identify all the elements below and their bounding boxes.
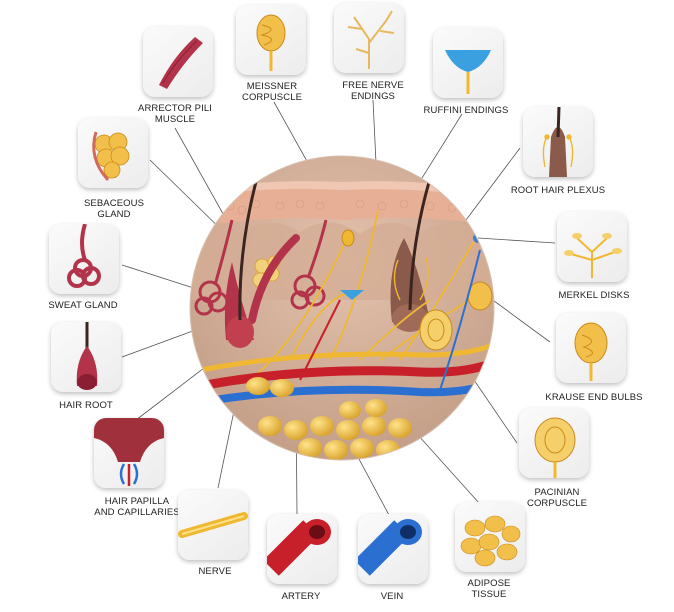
merkel-label: MERKEL DISKS [558,290,630,301]
root-hair-plexus-label: ROOT HAIR PLEXUS [510,185,606,196]
sweat-gland-icon [49,224,119,294]
pacinian-corpuscle-icon [519,408,589,478]
merkel-disks-icon [557,212,627,282]
artery-label: ARTERY [281,591,321,602]
artery-icon [267,514,337,584]
krause-end-bulbs-icon [556,313,626,383]
sweat-gland-label: SWEAT GLAND [48,300,118,311]
hair-root-label: HAIR ROOT [59,400,113,411]
vein-label: VEIN [380,591,404,602]
arrector-pili-muscle-icon [143,27,213,97]
nerve-label: NERVE [198,566,232,577]
root-hair-plexus-icon [523,107,593,177]
free-nerve-endings-icon [334,3,404,73]
adipose-tissue-icon [455,502,525,572]
ruffini-endings-icon [433,28,503,98]
hair-root-icon [51,322,121,392]
vein-icon [358,514,428,584]
ruffini-label: RUFFINI ENDINGS [423,105,509,116]
hair-papilla-icon [94,418,164,488]
sebaceous-gland-icon [78,118,148,188]
krause-label: KRAUSE END BULBS [545,392,643,403]
meissner-corpuscle-icon [236,5,306,75]
nerve-icon [178,490,248,560]
